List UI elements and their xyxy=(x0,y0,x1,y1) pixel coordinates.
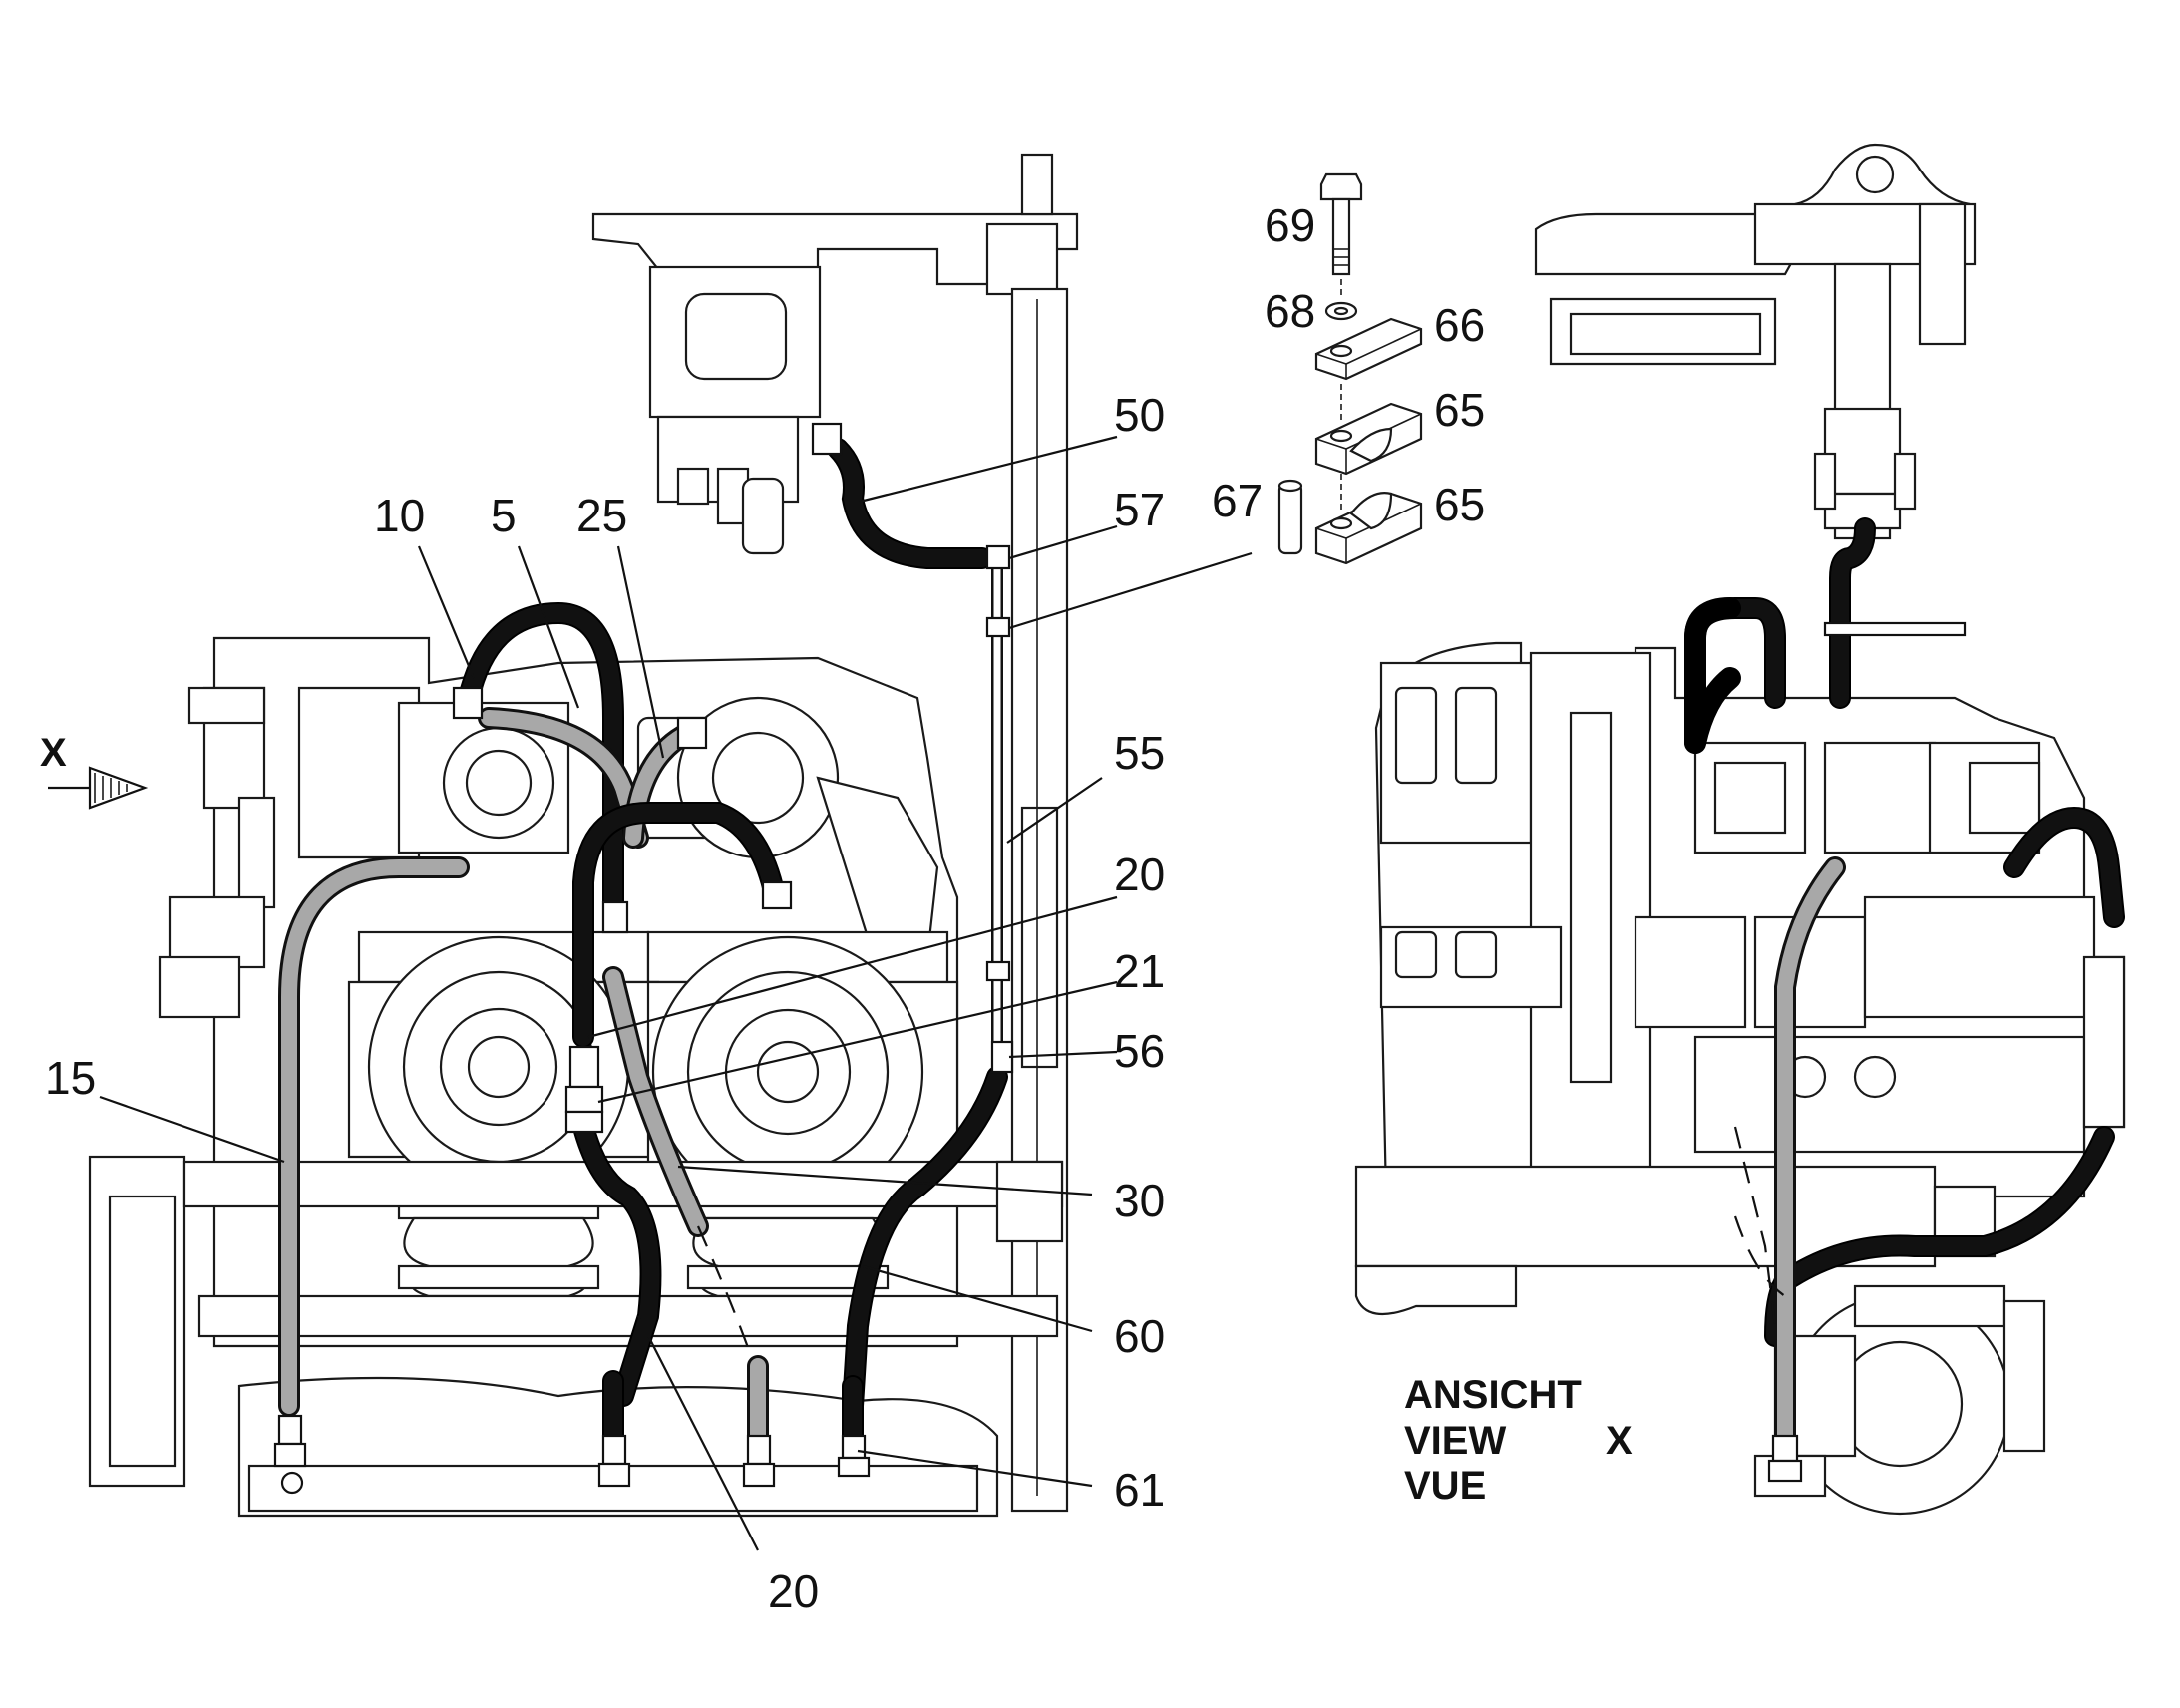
callout-67: 67 xyxy=(1212,475,1263,526)
hose-lines-main xyxy=(273,422,1014,1488)
callout-10: 10 xyxy=(374,490,425,541)
callout-66: 66 xyxy=(1434,299,1485,351)
callout-15: 15 xyxy=(45,1052,96,1104)
callout-65-lower: 65 xyxy=(1434,479,1485,530)
callout-20-upper: 20 xyxy=(1114,849,1165,900)
callout-20-lower: 20 xyxy=(768,1565,819,1617)
view-caption-line-2: VIEW xyxy=(1404,1419,1506,1463)
hose-lines-view-x xyxy=(1684,517,2125,1483)
main-assembly-drawing xyxy=(88,153,1079,1518)
view-x-arrow: X xyxy=(40,731,149,810)
view-caption: ANSICHT VIEW VUE X xyxy=(1404,1373,1633,1508)
callout-60: 60 xyxy=(1114,1310,1165,1362)
callout-56: 56 xyxy=(1114,1025,1165,1077)
callout-57: 57 xyxy=(1114,484,1165,535)
callout-30: 30 xyxy=(1114,1175,1165,1226)
callout-labels: 10 5 25 50 57 55 20 21 56 15 30 60 61 20… xyxy=(45,199,1485,1617)
callout-21: 21 xyxy=(1114,945,1165,997)
view-caption-line-3: VUE xyxy=(1404,1464,1486,1508)
view-x-marker: X xyxy=(40,731,67,775)
callout-69: 69 xyxy=(1265,199,1315,251)
leader-lines xyxy=(99,435,1253,1551)
exploded-clamp-parts xyxy=(1277,172,1423,565)
view-x-drawing xyxy=(1354,143,2126,1516)
view-caption-marker: X xyxy=(1606,1419,1633,1463)
callout-68: 68 xyxy=(1265,285,1315,337)
callout-65-upper: 65 xyxy=(1434,384,1485,436)
callout-25: 25 xyxy=(576,490,627,541)
callout-5: 5 xyxy=(491,490,517,541)
callout-55: 55 xyxy=(1114,727,1165,779)
callout-61: 61 xyxy=(1114,1464,1165,1516)
callout-50: 50 xyxy=(1114,389,1165,441)
view-caption-line-1: ANSICHT xyxy=(1404,1373,1582,1417)
